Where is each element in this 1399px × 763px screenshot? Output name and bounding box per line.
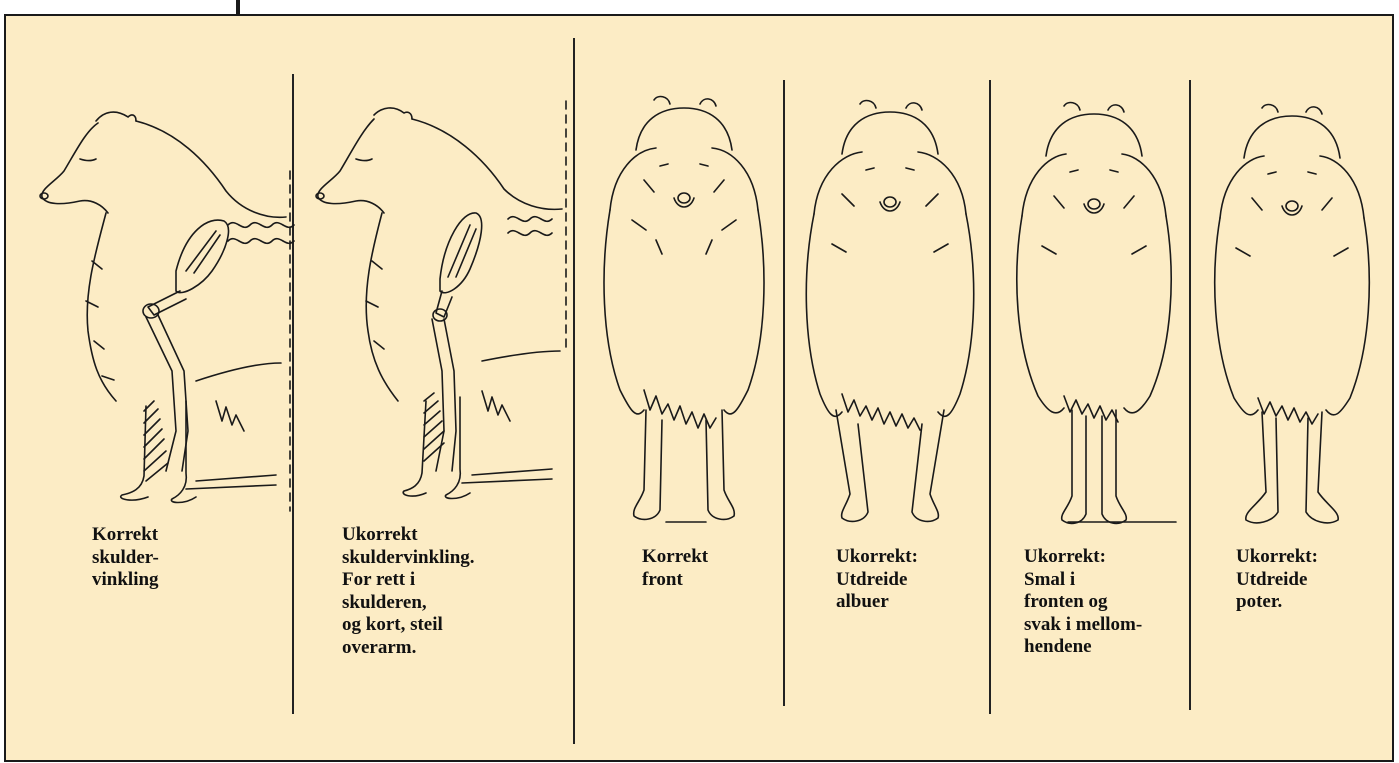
front-view-elbows-out [802,94,978,524]
caption-incorrect-shoulder: Ukorrekt skuldervinkling. For rett i sku… [342,524,475,659]
caption-paws-out: Ukorrekt: Utdreide poter. [1236,546,1318,614]
side-view-correct-shoulder [36,101,296,511]
caption-correct-front: Korrekt front [642,546,708,591]
side-view-incorrect-shoulder [312,101,572,501]
front-view-correct [596,90,772,530]
caption-narrow-front: Ukorrekt: Smal i fronten og svak i mello… [1024,546,1142,659]
divider-5 [1189,80,1191,710]
front-view-narrow-front [1008,96,1178,526]
caption-correct-shoulder: Korrekt skulder- vinkling [92,524,159,592]
front-view-paws-out [1206,98,1376,528]
divider-4 [989,80,991,714]
illustration-panel: Korrekt skulder- vinkling Ukorrekt skuld… [4,14,1394,762]
divider-2 [573,38,575,744]
divider-3 [783,80,785,706]
caption-elbows-out: Ukorrekt: Utdreide albuer [836,546,918,614]
